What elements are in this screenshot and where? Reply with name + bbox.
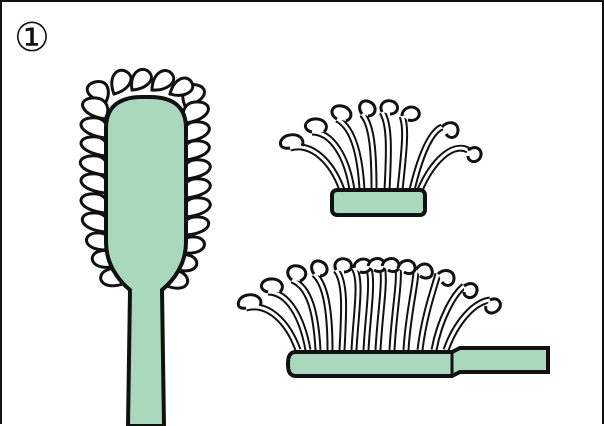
front-view-brush (80, 69, 210, 426)
side-view-brush (238, 259, 548, 376)
side-view-handle (288, 348, 548, 376)
front-view-handle (106, 97, 186, 426)
side-view-tuft-base (332, 190, 425, 215)
side-view-tuft (280, 101, 481, 215)
